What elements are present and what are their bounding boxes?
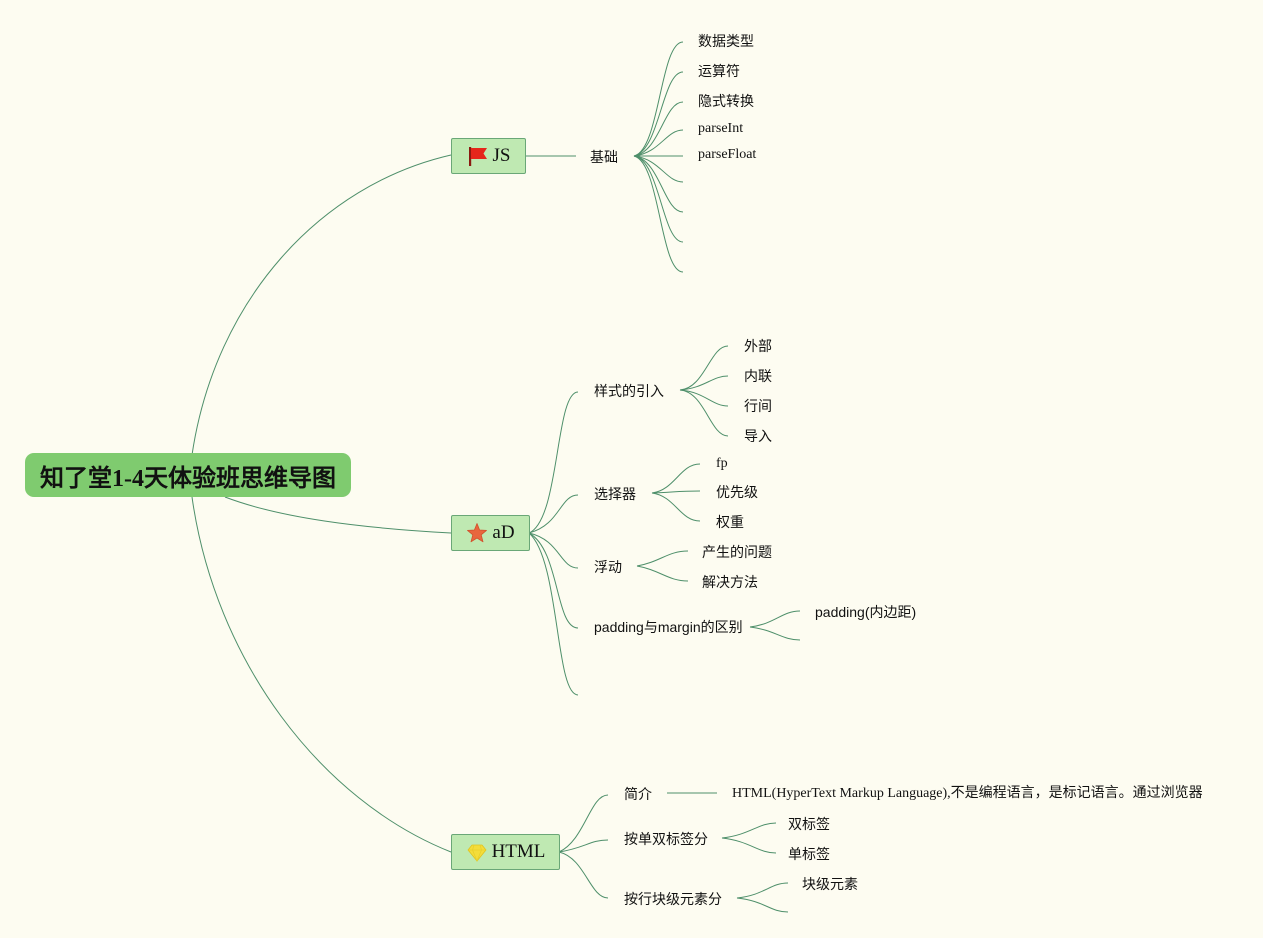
leaf-parseint[interactable]: parseInt [698,121,744,136]
subtopic-style-import[interactable]: 样式的引入 [594,383,664,399]
topic-css-label: aD [492,522,515,543]
leaf-block-element[interactable]: 块级元素 [802,876,858,892]
yellow-gem-icon [466,841,488,863]
leaf-problems[interactable]: 产生的问题 [702,544,772,560]
topic-css[interactable]: aD [451,515,530,551]
leaf-priority[interactable]: 优先级 [716,484,758,500]
leaf-implicit-conversion[interactable]: 隐式转换 [698,93,754,109]
subtopic-padding-margin[interactable]: padding与margin的区别 [594,619,743,635]
topic-html-label: HTML [491,841,546,862]
red-flag-icon [467,145,489,167]
topic-js-label: JS [492,145,511,166]
subtopic-block-inline[interactable]: 按行块级元素分 [624,891,722,907]
leaf-operators[interactable]: 运算符 [698,63,740,79]
subtopic-selectors[interactable]: 选择器 [594,486,636,502]
topic-html[interactable]: HTML [451,834,560,870]
subtopic-basics[interactable]: 基础 [590,149,618,165]
orange-star-icon [466,522,488,544]
topic-js[interactable]: JS [451,138,526,174]
leaf-weight[interactable]: 权重 [716,514,744,530]
leaf-html-definition[interactable]: HTML(HyperText Markup Language),不是编程语言，是… [732,786,1203,801]
subtopic-intro[interactable]: 简介 [624,786,652,802]
leaf-padding[interactable]: padding(内边距) [815,604,917,620]
subtopic-float[interactable]: 浮动 [594,559,622,575]
leaf-parsefloat[interactable]: parseFloat [698,147,757,162]
leaf-external[interactable]: 外部 [744,338,772,354]
leaf-import[interactable]: 导入 [744,428,772,444]
leaf-inline[interactable]: 内联 [744,368,772,384]
leaf-single-tag[interactable]: 单标签 [788,846,830,862]
subtopic-tag-pairs[interactable]: 按单双标签分 [624,831,708,847]
leaf-solutions[interactable]: 解决方法 [702,574,758,590]
central-topic[interactable]: 知了堂1-4天体验班思维导图 [25,453,351,497]
leaf-data-types[interactable]: 数据类型 [698,33,754,49]
leaf-fp[interactable]: fp [716,456,728,471]
leaf-double-tag[interactable]: 双标签 [788,816,830,832]
leaf-in-line[interactable]: 行间 [744,398,772,414]
